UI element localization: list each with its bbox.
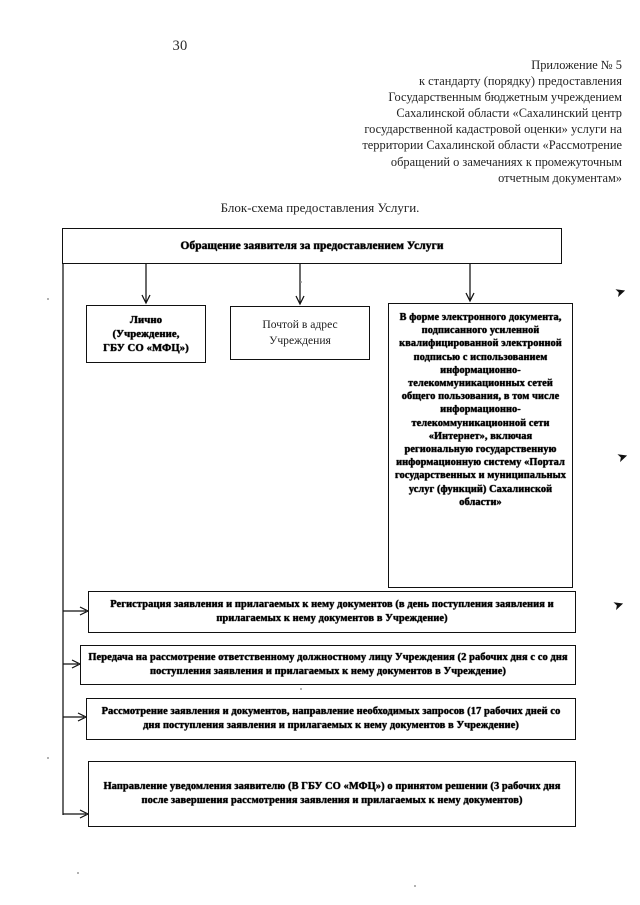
appendix-line: территории Сахалинской области «Рассмотр… bbox=[362, 138, 622, 153]
scan-artifact-mark: ➤ bbox=[615, 447, 631, 466]
flow-box-transfer[interactable]: Передача на рассмотрение ответственному … bbox=[80, 645, 576, 685]
flow-box-postal-mail-label: Почтой в адрес Учреждения bbox=[262, 318, 338, 347]
scan-dust bbox=[77, 872, 79, 874]
appendix-line: Приложение № 5 bbox=[531, 58, 622, 72]
flow-box-notification[interactable]: Направление уведомления заявителю (В ГБУ… bbox=[88, 761, 576, 827]
flow-box-registration[interactable]: Регистрация заявления и прилагаемых к не… bbox=[88, 591, 576, 633]
scan-dust bbox=[414, 885, 416, 887]
scan-dust bbox=[300, 281, 302, 283]
appendix-line: Сахалинской области «Сахалинский центр bbox=[396, 106, 622, 121]
flow-box-transfer-label: Передача на рассмотрение ответственному … bbox=[88, 651, 568, 678]
scan-dust bbox=[300, 688, 302, 690]
appendix-line: государственной кадастровой оценки» услу… bbox=[364, 122, 622, 137]
scan-artifact-mark: ➤ bbox=[611, 595, 627, 614]
appendix-line: к стандарту (порядку) предоставления bbox=[419, 74, 622, 89]
flow-box-electronic-label: В форме электронного документа, подписан… bbox=[395, 312, 566, 508]
flowchart-caption: Блок-схема предоставления Услуги. bbox=[220, 200, 420, 215]
scan-dust bbox=[47, 757, 49, 759]
flow-box-in-person-label: Лично (Учреждение, ГБУ СО «МФЦ») bbox=[103, 314, 189, 354]
flow-box-registration-label: Регистрация заявления и прилагаемых к не… bbox=[110, 598, 554, 625]
scan-dust bbox=[47, 298, 49, 300]
scan-artifact-mark: ➤ bbox=[613, 282, 629, 301]
appendix-header: Приложение № 5 к стандарту (порядку) пре… bbox=[312, 57, 622, 186]
appendix-line: обращений о замечаниях к промежуточным bbox=[390, 154, 622, 169]
flow-box-electronic[interactable]: В форме электронного документа, подписан… bbox=[388, 303, 573, 588]
flow-box-postal-mail[interactable]: Почтой в адрес Учреждения bbox=[230, 306, 370, 360]
flow-box-entry-label: Обращение заявителя за предоставлением У… bbox=[180, 240, 444, 252]
flow-box-in-person[interactable]: Лично (Учреждение, ГБУ СО «МФЦ») bbox=[86, 305, 206, 363]
flow-box-review[interactable]: Рассмотрение заявления и документов, нап… bbox=[86, 698, 576, 740]
flow-box-notification-label: Направление уведомления заявителю (В ГБУ… bbox=[103, 780, 561, 807]
page-number: 30 bbox=[172, 38, 188, 54]
appendix-line: Государственным бюджетным учреждением bbox=[388, 90, 622, 105]
flow-box-entry[interactable]: Обращение заявителя за предоставлением У… bbox=[62, 228, 562, 264]
flow-box-review-label: Рассмотрение заявления и документов, нап… bbox=[101, 705, 561, 732]
appendix-line: отчетным документам» bbox=[498, 170, 622, 185]
